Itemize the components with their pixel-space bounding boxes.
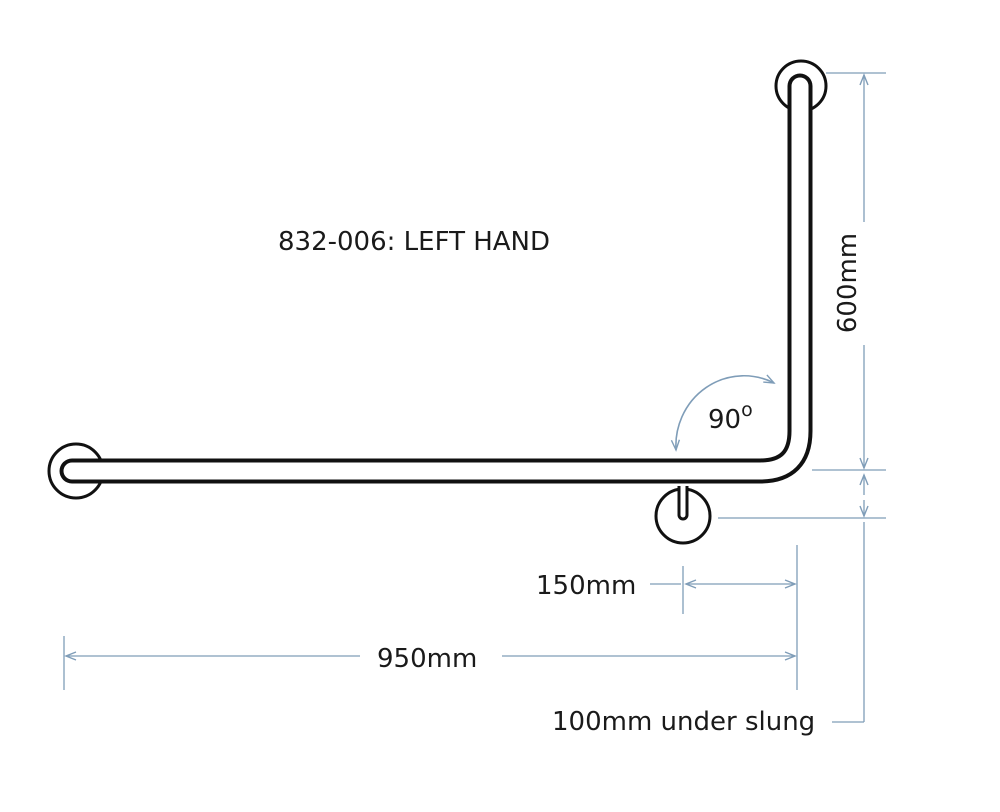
dimension-600-label: 600mm: [833, 233, 863, 333]
grab-rail: [47, 59, 828, 545]
dimension-950-label: 950mm: [377, 644, 477, 674]
angle-label: 90o: [708, 399, 753, 435]
dimension-950: [63, 636, 797, 690]
dimension-150-label: 150mm: [536, 571, 636, 601]
angle-value: 90: [708, 405, 741, 435]
under-slung-label: 100mm under slung: [552, 707, 815, 737]
rail-tube-outline: [59, 73, 813, 484]
dimension-under-slung: [718, 473, 886, 723]
angle-degree-symbol: o: [741, 399, 753, 421]
rail-tube-inner: [63, 77, 809, 480]
angle-arc: [670, 374, 776, 452]
support-post: [677, 486, 689, 521]
angle-indicator: [670, 374, 776, 452]
diagram-title: 832-006: LEFT HAND: [278, 227, 550, 257]
dimension-600: [812, 72, 886, 471]
dimension-150: [650, 545, 798, 690]
